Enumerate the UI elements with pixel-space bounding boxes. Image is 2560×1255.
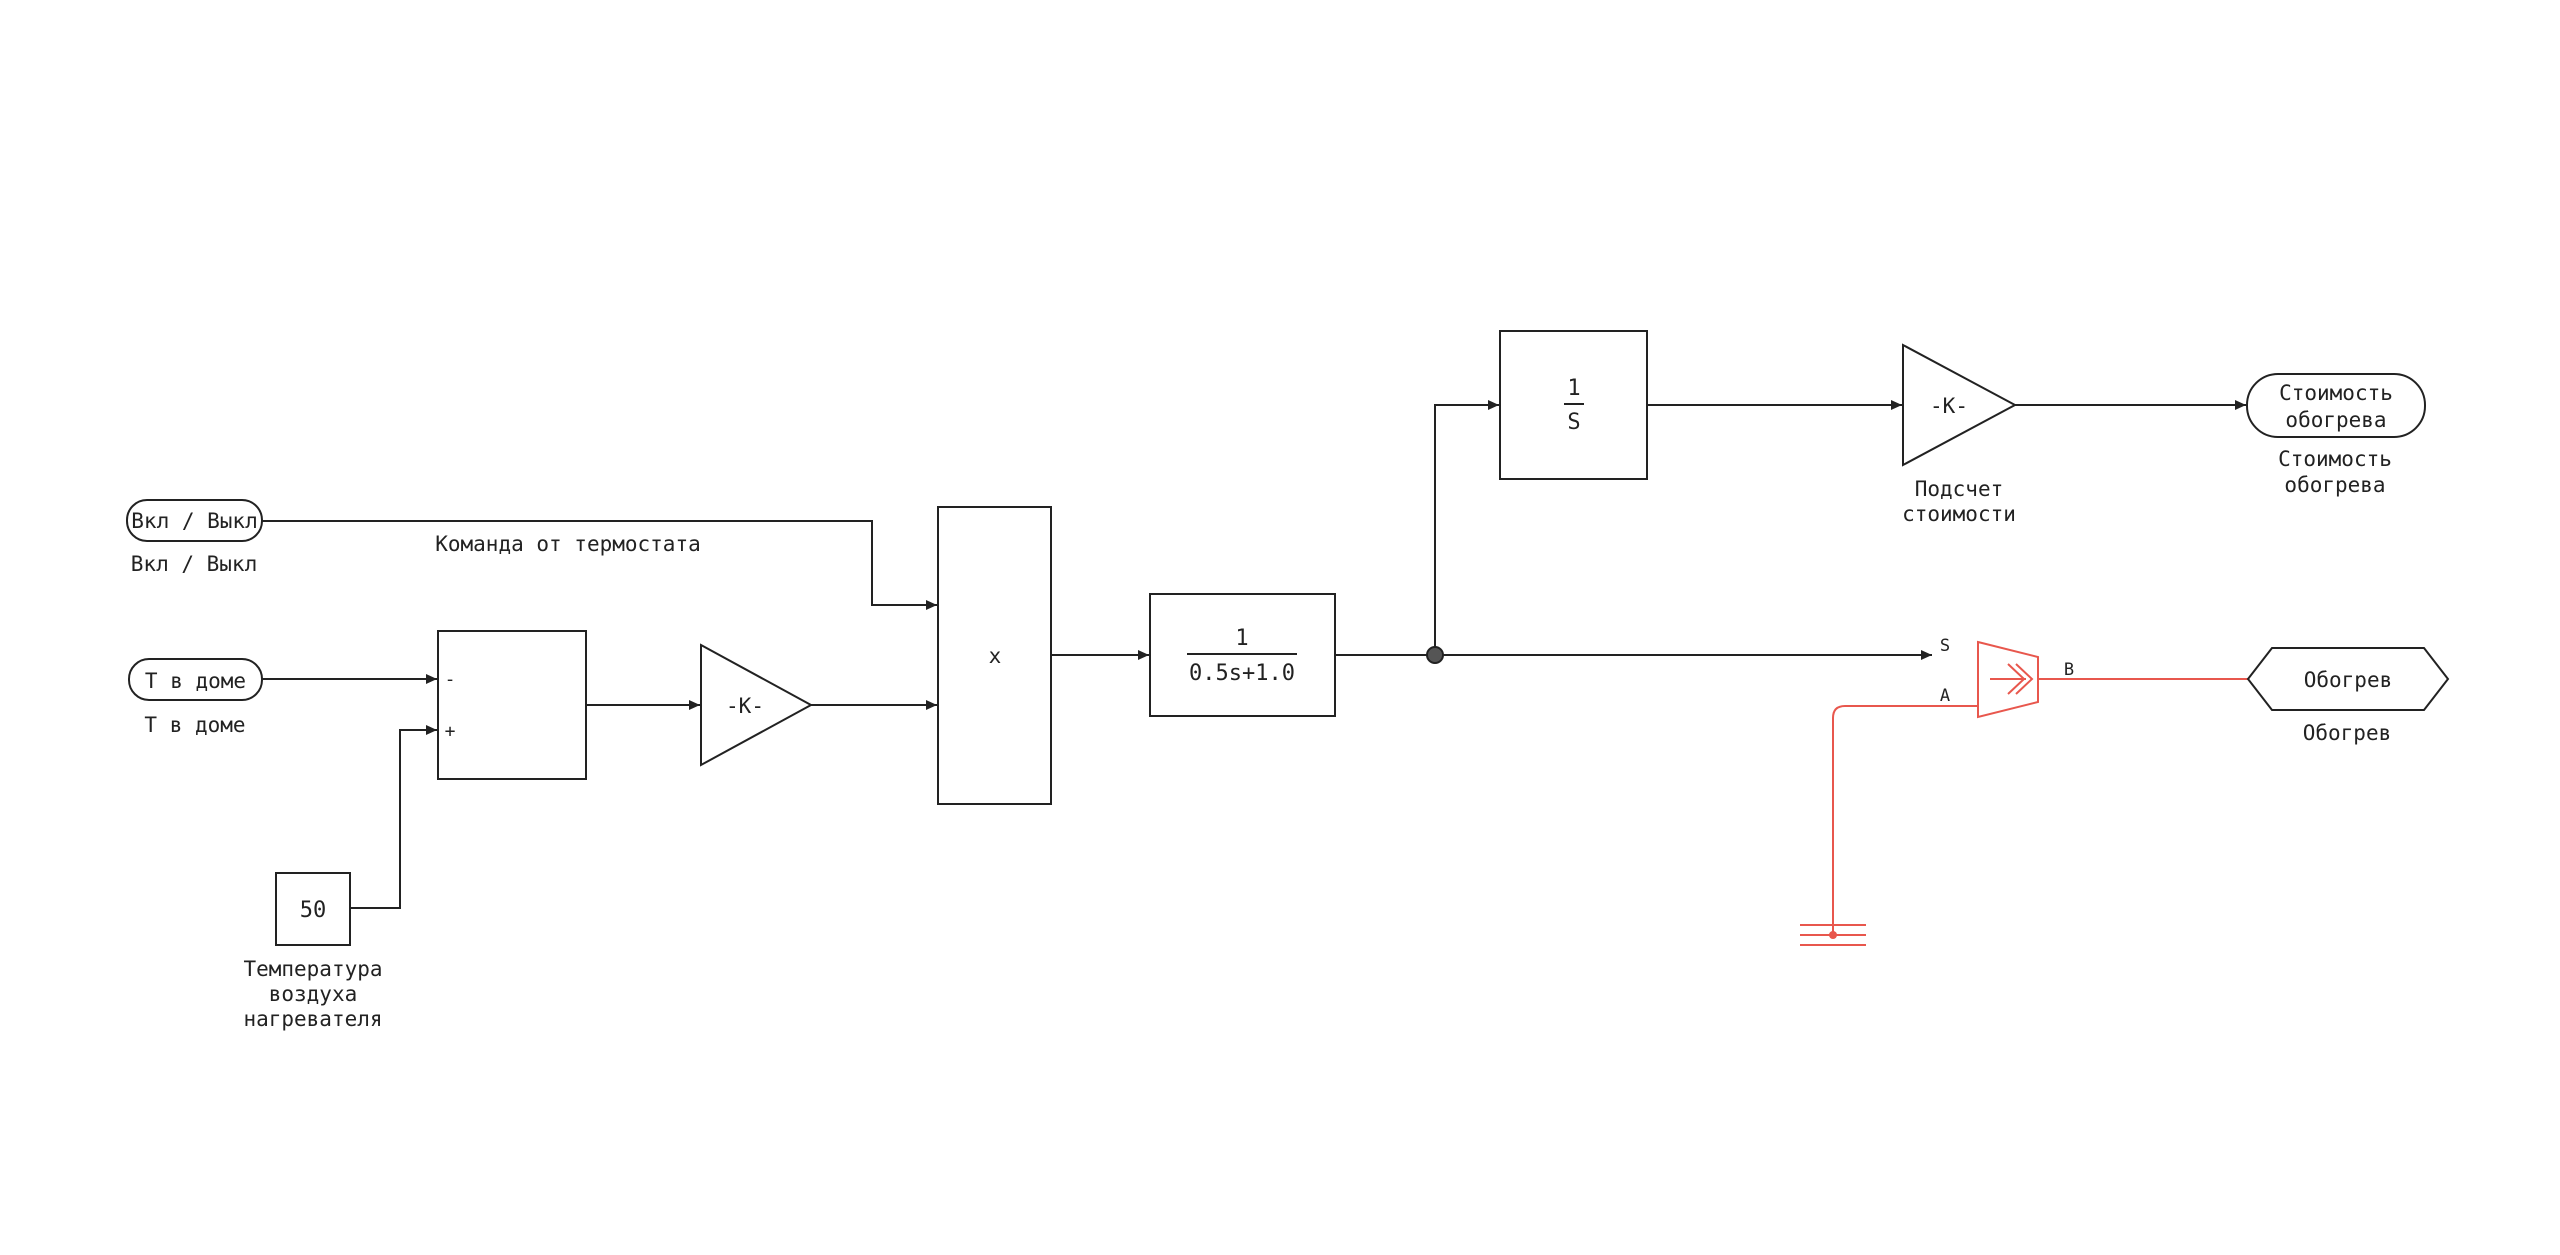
converter-arrow-icon: [1990, 663, 2034, 695]
integrator-numerator: 1: [1567, 376, 1580, 401]
inport-thouse-caption: T в доме: [144, 713, 245, 737]
inport-thouse[interactable]: T в доме: [128, 658, 263, 701]
outport-cost-caption-line-1: Стоимость: [2278, 447, 2392, 471]
electrical-ground[interactable]: [1800, 924, 1866, 946]
signal-converter-block[interactable]: S A B: [1940, 636, 2074, 719]
converter-port-b: B: [2064, 660, 2074, 680]
tf-denominator: 0.5s+1.0: [1189, 661, 1295, 686]
wire-ground-to-converter[interactable]: [1832, 705, 1978, 935]
inport-onoff-text: Вкл / Выкл: [131, 509, 257, 533]
converter-port-s: S: [1940, 636, 1950, 656]
product-text: x: [989, 644, 1002, 668]
gain-2-text: -K-: [1930, 394, 1968, 418]
constant-caption-line-3: нагревателя: [243, 1007, 382, 1031]
converter-port-a: A: [1940, 686, 1950, 706]
constant-block[interactable]: 50: [275, 872, 351, 946]
gain-2-caption-line-1: Подсчет: [1915, 477, 2004, 501]
goto-heat[interactable]: Обогрев: [2246, 647, 2450, 711]
inport-onoff-caption: Вкл / Выкл: [131, 552, 257, 576]
electrical-wires: [1832, 678, 2248, 935]
gain-1-text: -K-: [726, 694, 764, 718]
sum-block[interactable]: - +: [437, 630, 587, 780]
gain-2-caption-line-2: стоимости: [1902, 502, 2016, 526]
goto-heat-caption: Обогрев: [2303, 721, 2392, 745]
constant-caption-line-1: Температура: [243, 957, 382, 981]
sum-minus-sign: -: [445, 669, 456, 690]
branch-junction: [1426, 646, 1444, 664]
tf-numerator: 1: [1235, 626, 1248, 651]
integrator-denominator: S: [1567, 410, 1580, 435]
sum-plus-sign: +: [445, 721, 456, 742]
gain-block-1[interactable]: -K-: [700, 643, 814, 767]
constant-caption-line-2: воздуха: [269, 982, 358, 1006]
outport-cost[interactable]: Стоимость обогрева: [2246, 373, 2426, 438]
outport-cost-text-line-1: Стоимость: [2279, 381, 2393, 405]
wire-branch-to-integrator[interactable]: [1434, 400, 1499, 655]
inport-thouse-text: T в доме: [145, 669, 246, 693]
gain-block-2[interactable]: -K-: [1902, 343, 2018, 467]
wire-onoff-to-product[interactable]: [262, 520, 937, 610]
outport-cost-caption-line-2: обогрева: [2284, 473, 2385, 497]
integrator-block[interactable]: 1 S: [1499, 330, 1648, 480]
constant-value: 50: [300, 898, 327, 923]
ground-node: [1829, 931, 1837, 939]
product-block[interactable]: x: [937, 506, 1052, 805]
transfer-function-block[interactable]: 1 0.5s+1.0: [1149, 593, 1336, 717]
signal-label: Команда от термостата: [435, 532, 701, 556]
outport-cost-text-line-2: обогрева: [2285, 408, 2386, 432]
goto-heat-text: Обогрев: [2304, 668, 2393, 692]
wire-const-to-sum[interactable]: [350, 725, 437, 909]
inport-onoff[interactable]: Вкл / Выкл: [126, 499, 263, 542]
